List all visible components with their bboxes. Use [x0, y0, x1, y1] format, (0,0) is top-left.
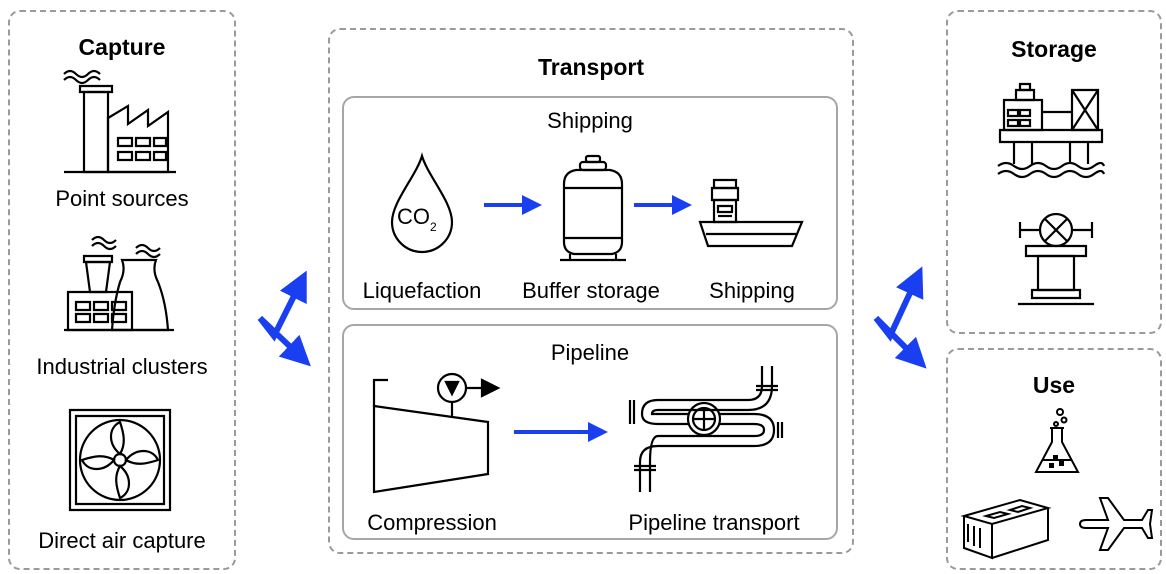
capture-title: Capture: [78, 34, 166, 60]
industrial-cluster-icon: [62, 222, 182, 342]
pipeline-icon: [628, 364, 784, 494]
transport-to-use-arrow: [873, 315, 927, 369]
co2-label: CO2: [397, 204, 437, 234]
pipeline-title: Pipeline: [550, 340, 630, 365]
compressor-icon: [368, 370, 502, 496]
wellhead-icon: [1016, 206, 1096, 310]
point-sources-label: Point sources: [55, 186, 189, 211]
industrial-clusters-label: Industrial clusters: [36, 354, 208, 379]
factory-icon: [60, 68, 180, 178]
buffer-storage-label: Buffer storage: [522, 278, 660, 303]
flask-icon: [1032, 408, 1082, 476]
shipping-title: Shipping: [547, 108, 633, 133]
storage-title: Storage: [1011, 36, 1097, 62]
capture-to-transport-arrow-down: [257, 315, 311, 367]
offshore-platform-icon: [996, 82, 1106, 182]
direct-air-capture-label: Direct air capture: [38, 528, 206, 553]
pipeline-transport-label: Pipeline transport: [628, 510, 800, 535]
pipeline-box: [342, 324, 838, 540]
use-panel: [946, 348, 1162, 570]
co2-subscript: 2: [430, 220, 437, 234]
ship-icon: [696, 176, 806, 250]
storage-panel: [946, 10, 1162, 334]
co2-text: CO: [397, 204, 430, 229]
concrete-block-icon: [960, 496, 1052, 562]
transport-title: Transport: [537, 54, 645, 80]
transport-panel: [328, 28, 854, 554]
liquefaction-label: Liquefaction: [362, 278, 482, 303]
airplane-icon: [1078, 494, 1154, 554]
use-title: Use: [1032, 372, 1076, 398]
fan-icon: [68, 408, 172, 512]
capture-panel: [8, 10, 236, 570]
co2-droplet-icon: [386, 152, 458, 256]
shipping-box: [342, 96, 838, 310]
storage-tank-icon: [556, 154, 630, 264]
shipping-label: Shipping: [709, 278, 795, 303]
capture-to-transport-arrow-up: [257, 270, 307, 342]
compression-label: Compression: [367, 510, 497, 535]
